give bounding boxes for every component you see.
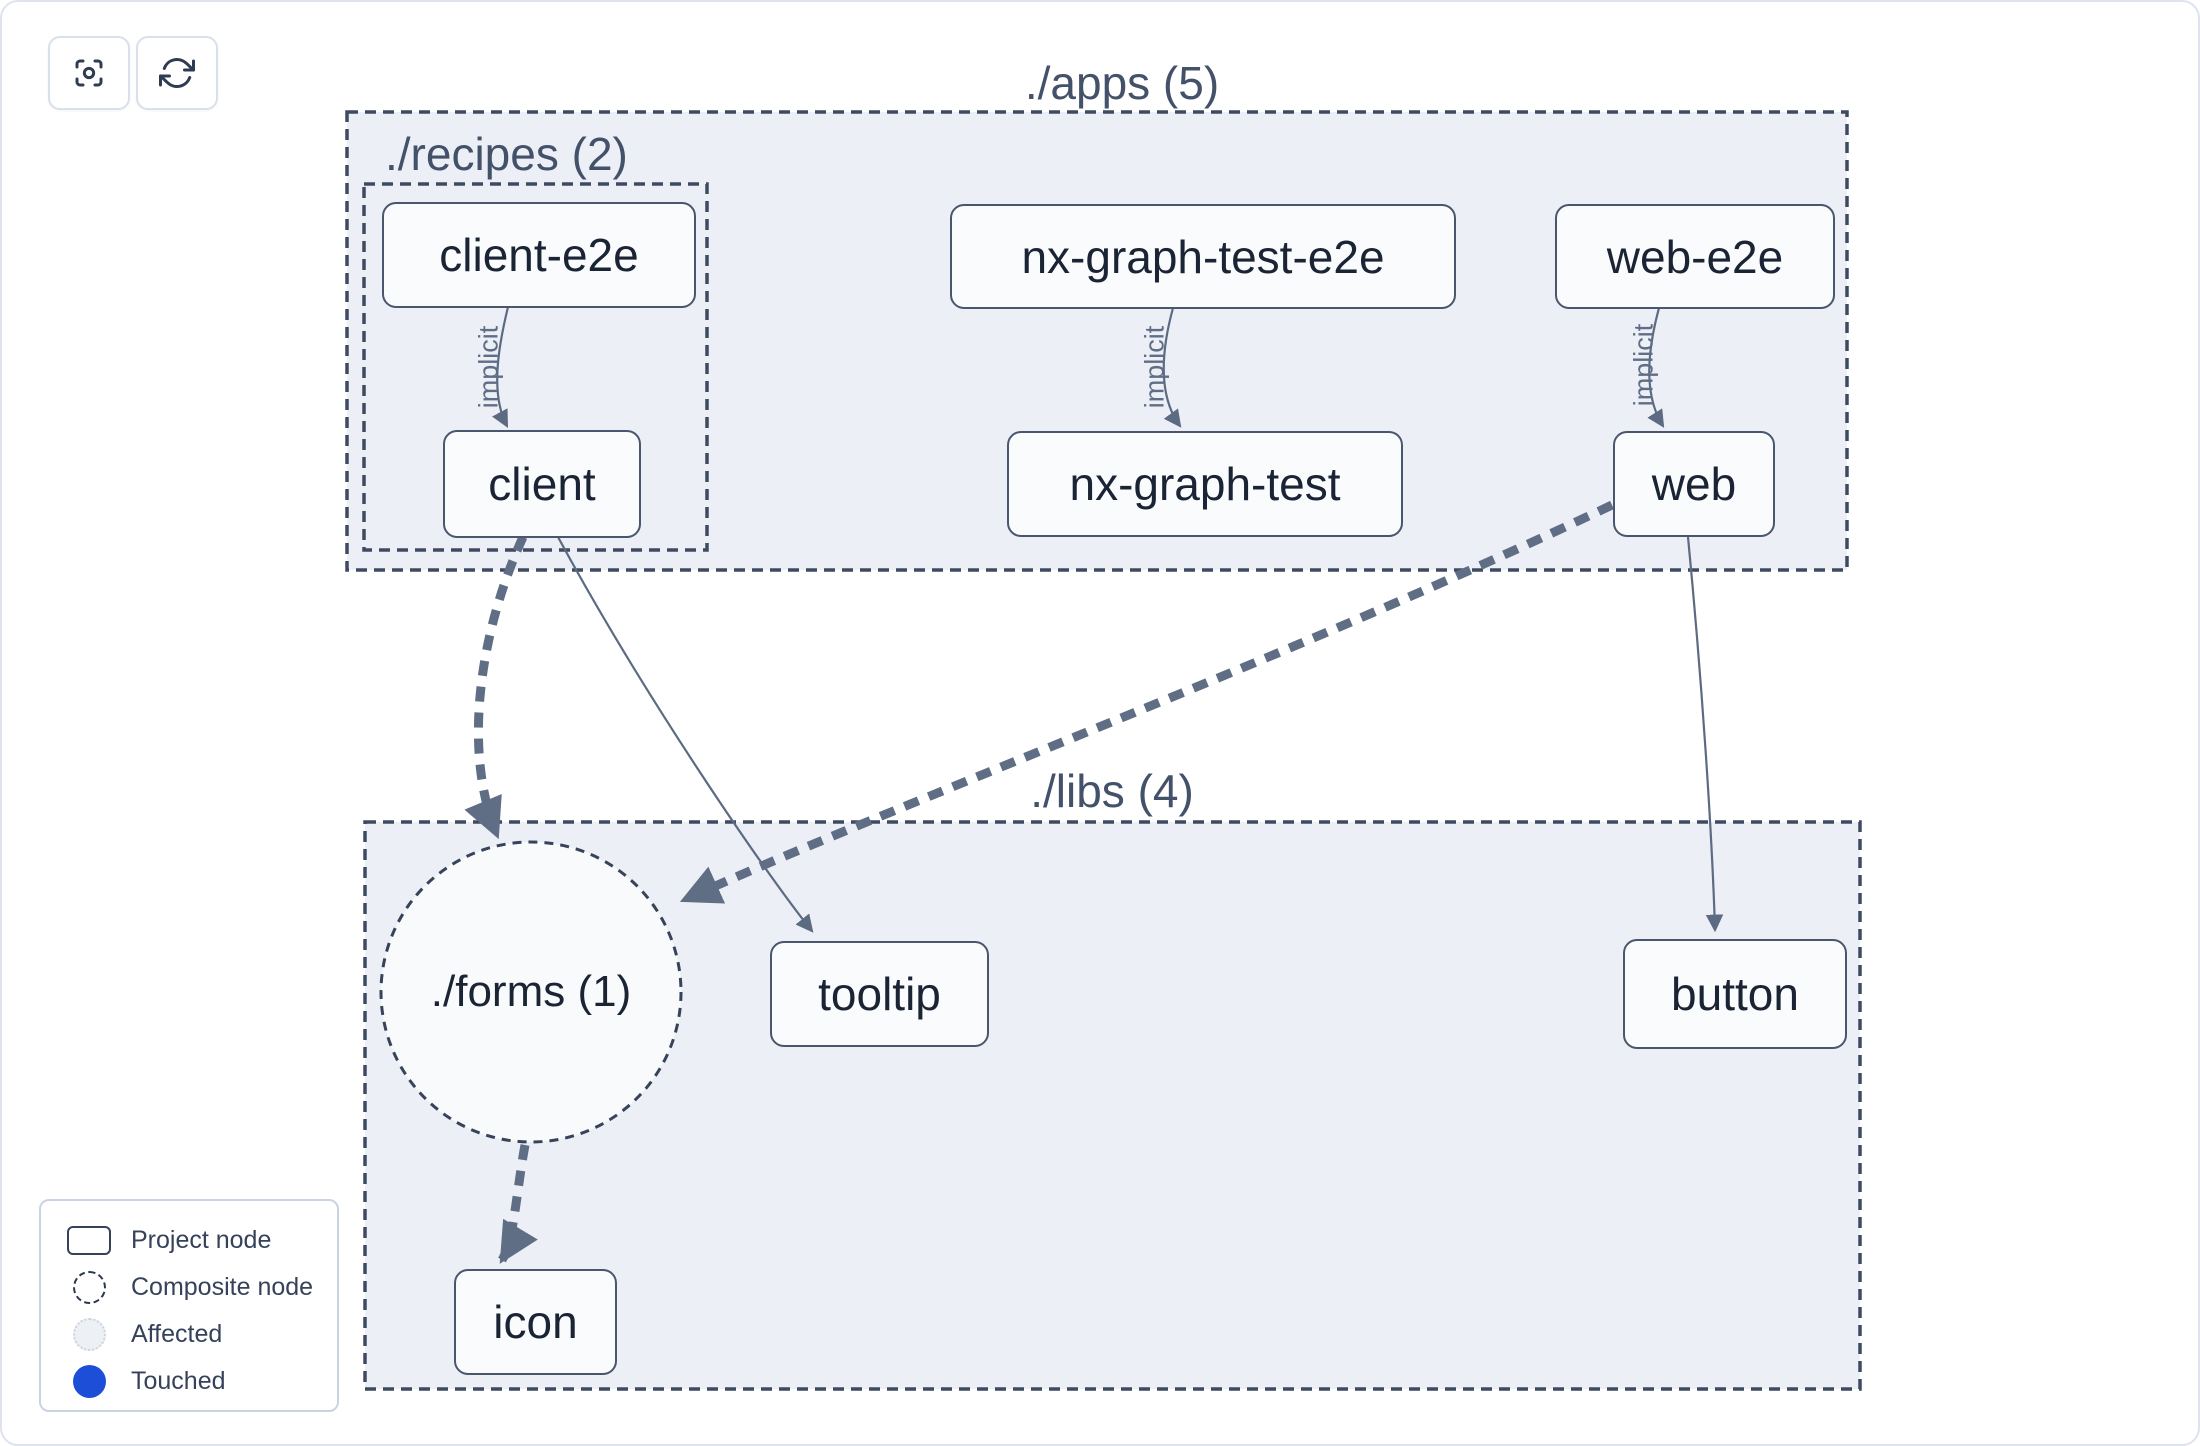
edge-nx-graph-test-e2e-to-nx-graph-test[interactable]: [1162, 307, 1182, 428]
container-label-libs: ./libs (4): [1030, 765, 1194, 817]
project-node-nx-graph-test[interactable]: nx-graph-test: [1007, 431, 1403, 537]
edge-web-to-forms[interactable]: [679, 500, 1614, 905]
composite-node-swatch-icon: [65, 1271, 113, 1304]
project-node-label: client-e2e: [439, 229, 639, 281]
edge-label-implicit: implicit: [1139, 325, 1170, 409]
affected-swatch-icon: [65, 1318, 113, 1351]
refresh-button[interactable]: [136, 36, 218, 110]
project-node-client-e2e[interactable]: client-e2e: [382, 202, 696, 308]
project-node-swatch-icon: [65, 1226, 113, 1255]
container-label-apps: ./apps (5): [1024, 57, 1220, 109]
edge-client-to-tooltip[interactable]: [557, 536, 814, 933]
legend-item-touched: Touched: [65, 1358, 337, 1405]
touched-swatch-icon: [65, 1365, 113, 1398]
edge-label-implicit: implicit: [473, 325, 504, 409]
project-node-label: web: [1651, 458, 1737, 510]
legend-label: Project node: [131, 1226, 272, 1254]
legend-label: Composite node: [131, 1273, 314, 1301]
project-node-nx-graph-test-e2e[interactable]: nx-graph-test-e2e: [950, 204, 1456, 309]
container-label-recipes: ./recipes (2): [385, 128, 628, 180]
composite-node-forms[interactable]: [379, 840, 683, 1144]
project-node-label: button: [1671, 968, 1799, 1020]
project-node-label: web-e2e: [1606, 230, 1784, 283]
focus-button[interactable]: [48, 36, 130, 110]
refresh-icon: [159, 58, 195, 88]
legend-item-composite-node: Composite node: [65, 1264, 337, 1311]
project-node-icon[interactable]: icon: [454, 1269, 617, 1375]
focus-crosshair-icon: [75, 59, 103, 87]
project-node-label: tooltip: [818, 968, 941, 1020]
edge-web-to-button[interactable]: [1686, 536, 1724, 933]
legend-item-project-node: Project node: [65, 1217, 337, 1264]
project-node-label: client: [488, 458, 596, 510]
project-node-label: icon: [493, 1296, 578, 1348]
project-node-button[interactable]: button: [1623, 939, 1847, 1049]
project-node-client[interactable]: client: [443, 430, 641, 538]
project-node-tooltip[interactable]: tooltip: [770, 941, 989, 1047]
project-node-label: nx-graph-test-e2e: [1021, 230, 1385, 283]
legend-label: Affected: [131, 1320, 223, 1348]
legend: Project node Composite node Affected Tou…: [39, 1199, 339, 1412]
project-node-web[interactable]: web: [1613, 431, 1775, 537]
edge-forms-to-icon[interactable]: [498, 1144, 538, 1264]
edge-client-to-forms[interactable]: [464, 535, 528, 840]
edge-client-e2e-to-client[interactable]: [491, 306, 510, 428]
composite-node-label-forms: ./forms (1): [430, 967, 632, 1016]
edge-label-implicit: implicit: [1628, 323, 1659, 407]
project-node-web-e2e[interactable]: web-e2e: [1555, 204, 1835, 309]
project-node-label: nx-graph-test: [1069, 458, 1341, 510]
legend-item-affected: Affected: [65, 1311, 337, 1358]
legend-label: Touched: [131, 1367, 226, 1395]
edge-web-e2e-to-web[interactable]: [1647, 307, 1665, 428]
